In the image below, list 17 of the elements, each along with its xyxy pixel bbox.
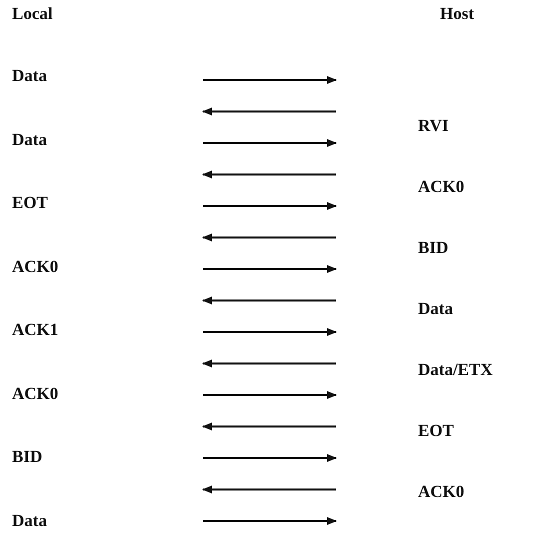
message-label: Data: [12, 66, 47, 86]
message-label: ACK1: [12, 320, 58, 340]
message-label: EOT: [12, 193, 48, 213]
message-label: RVI: [418, 116, 449, 136]
message-label: ACK0: [12, 256, 58, 276]
message-label: BID: [418, 238, 448, 258]
message-label: EOT: [418, 421, 454, 441]
message-label: BID: [12, 447, 42, 467]
message-label: Data: [12, 130, 47, 150]
message-label: Data: [12, 510, 47, 530]
column-heading: Local: [12, 4, 53, 24]
message-label: Data/ETX: [418, 360, 493, 380]
message-label: ACK0: [418, 482, 464, 502]
message-label: Data: [418, 299, 453, 319]
message-label: ACK0: [418, 177, 464, 197]
message-label: ACK0: [12, 384, 58, 404]
column-heading: Host: [440, 4, 474, 24]
